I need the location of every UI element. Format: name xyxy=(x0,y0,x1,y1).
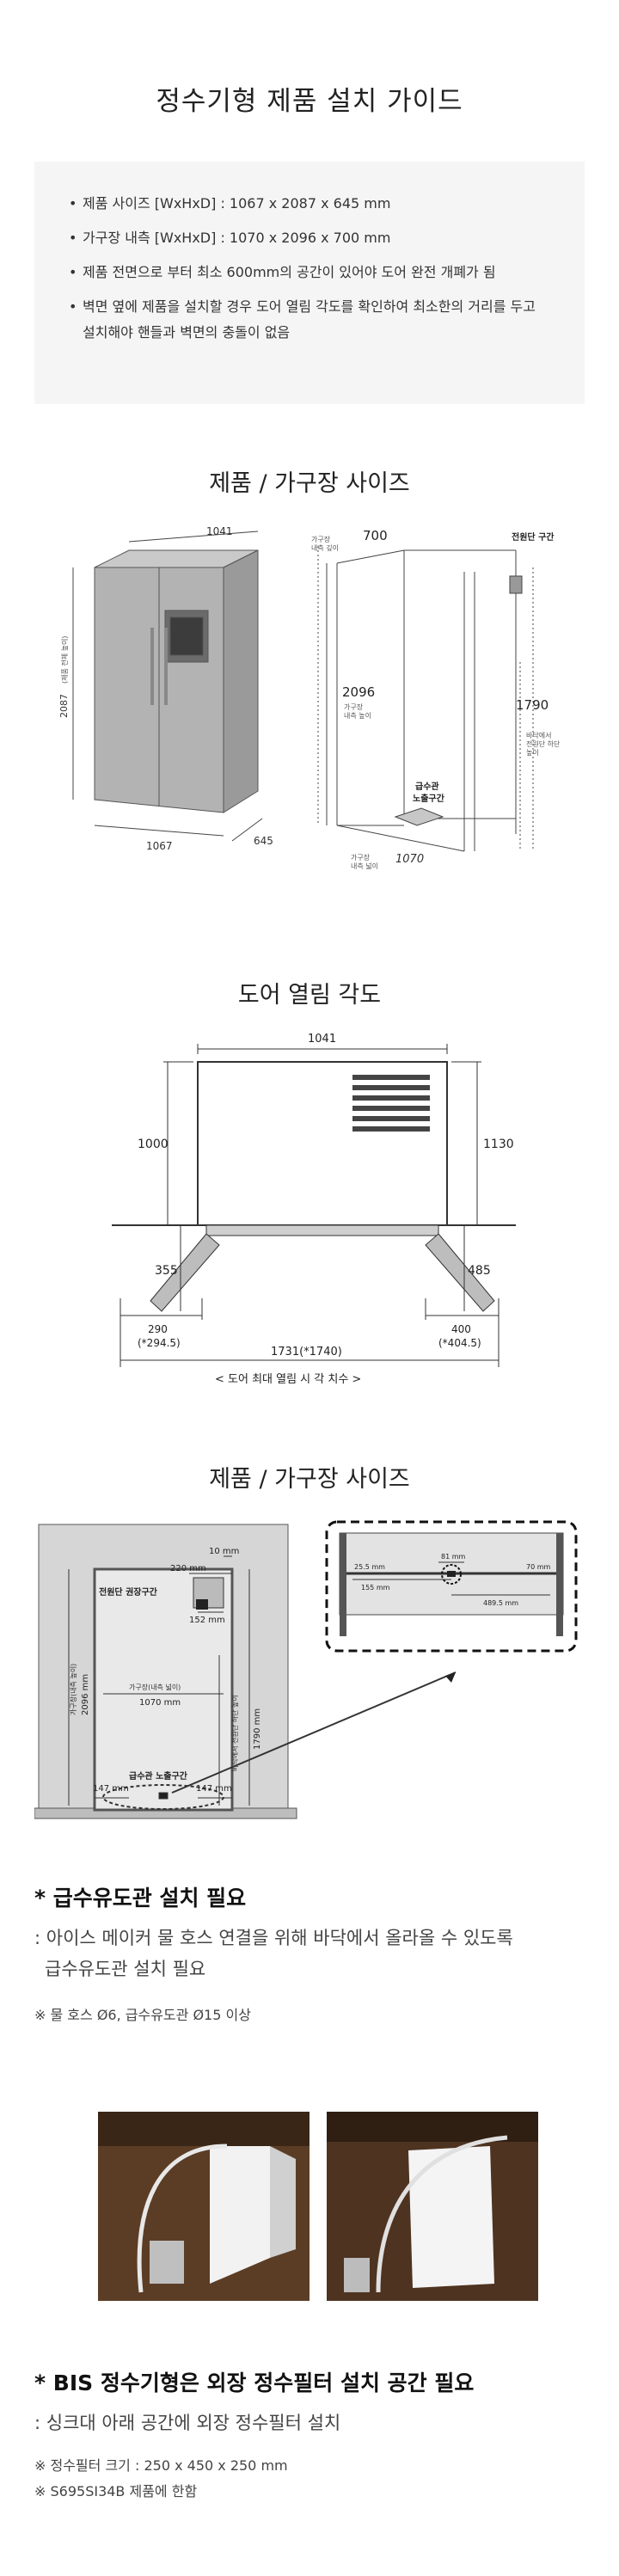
spec-info-box: 제품 사이즈 [WxHxD] : 1067 x 2087 x 645 mm 가구… xyxy=(34,162,585,404)
spec-front-space: 제품 전면으로 부터 최소 600mm의 공간이 있어야 도어 완전 개폐가 됨 xyxy=(69,260,550,285)
door-right-height-label: 1130 xyxy=(483,1138,514,1151)
fridge-height-caption: (제품 전체 높이) xyxy=(60,636,69,684)
cabinet-width-caption-2: 내측 넓이 xyxy=(351,862,378,870)
inner-height-caption: 가구장(내측 높이) xyxy=(69,1664,77,1715)
filter-photo-left xyxy=(98,2112,310,2301)
power-height-caption-3: 높이 xyxy=(526,748,539,757)
section-title-door-angle: 도어 열림 각도 xyxy=(237,982,382,1009)
power-zone-label: 전원단 구간 xyxy=(512,531,555,543)
cabinet-depth-caption: 가구장 xyxy=(311,535,331,543)
cabinet-depth-caption-2: 내측 깊이 xyxy=(311,543,339,552)
water-pipe-line2: 급수유도관 설치 필요 xyxy=(45,1959,206,1979)
filter-photo-right xyxy=(327,2112,538,2301)
fridge-depth-label: 645 xyxy=(254,835,273,847)
cabinet-detail-diagram: 10 mm 220 mm 전원단 권장구간 152 mm 가구장(내측 넓이) … xyxy=(34,1520,578,1819)
inner-height-label: 2096 mm xyxy=(81,1674,90,1715)
door-right-gap-label: 400 xyxy=(451,1323,471,1335)
power-height-detail-caption: 바닥에서 전원단 하단 높이 xyxy=(230,1695,239,1771)
dim-147mm-right: 147 mm xyxy=(196,1784,232,1794)
door-left-gap-label: 290 xyxy=(148,1323,168,1335)
spec-cabinet-size: 가구장 내측 [WxHxD] : 1070 x 2096 x 700 mm xyxy=(69,225,550,251)
door-left-gap-alt-label: (*294.5) xyxy=(138,1337,181,1349)
section-title-sizes-2: 제품 / 가구장 사이즈 xyxy=(209,1466,410,1493)
cabinet-height-label: 2096 xyxy=(342,684,375,700)
fridge-cabinet-diagram: 1041 2087 (제품 전체 높이) 1067 645 가구장 내측 깊이 … xyxy=(58,525,561,870)
zoom-dim-70: 70 mm xyxy=(526,1563,551,1571)
power-recommend-label: 전원단 권장구간 xyxy=(99,1586,158,1598)
power-height-caption-1: 바닥에서 xyxy=(526,731,551,739)
section-title-sizes: 제품 / 가구장 사이즈 xyxy=(209,470,410,497)
dim-220mm-label: 220 mm xyxy=(170,1564,206,1573)
spec-product-size: 제품 사이즈 [WxHxD] : 1067 x 2087 x 645 mm xyxy=(69,191,550,217)
door-right-depth-label: 485 xyxy=(468,1264,491,1278)
power-height-caption-2: 전원단 하단 xyxy=(526,739,561,748)
zoom-dim-81: 81 mm xyxy=(441,1553,466,1561)
fridge-bottom-width-label: 1067 xyxy=(146,840,173,852)
water-zone-detail-label: 급수관 노출구간 xyxy=(129,1770,188,1782)
door-total-width-label: 1731(*1740) xyxy=(271,1346,342,1359)
door-caption: < 도어 최대 열림 시 각 치수 > xyxy=(215,1373,361,1386)
door-left-depth-label: 355 xyxy=(155,1264,178,1278)
water-zone-label-2: 노출구간 xyxy=(413,793,445,804)
spec-wall-clearance: 벽면 옆에 제품을 설치할 경우 도어 열림 각도를 확인하여 최소한의 거리를… xyxy=(69,294,550,346)
dim-10mm-label: 10 mm xyxy=(209,1547,239,1556)
water-pipe-heading: * 급수유도관 설치 필요 xyxy=(34,1886,247,1911)
fridge-height-label: 2087 xyxy=(58,694,70,718)
zoom-dim-155: 155 mm xyxy=(361,1584,390,1592)
spec-list: 제품 사이즈 [WxHxD] : 1067 x 2087 x 645 mm 가구… xyxy=(69,191,550,346)
filter-heading: * BIS 정수기형은 외장 정수필터 설치 공간 필요 xyxy=(34,2371,475,2395)
cabinet-depth-label: 700 xyxy=(363,528,388,543)
door-left-height-label: 1000 xyxy=(138,1138,169,1151)
filter-note-model: ※ S695SI34B 제품에 한함 xyxy=(34,2483,198,2499)
dim-147mm-left: 147 mm xyxy=(93,1784,129,1794)
door-right-gap-alt-label: (*404.5) xyxy=(438,1337,481,1349)
vent-grille-icon xyxy=(352,1075,430,1132)
dim-152mm-label: 152 mm xyxy=(189,1616,225,1625)
filter-line1: : 싱크대 아래 공간에 외장 정수필터 설치 xyxy=(34,2413,341,2433)
cabinet-width-caption-1: 가구장 xyxy=(351,853,371,862)
page-title: 정수기형 제품 설치 가이드 xyxy=(156,86,463,117)
cabinet-height-caption: 가구장 xyxy=(344,702,364,711)
cabinet-3d-drawing xyxy=(317,546,534,852)
inner-width-caption: 가구장(내측 넓이) xyxy=(129,1683,181,1691)
cabinet-width-label: 1070 xyxy=(395,853,424,866)
water-pipe-line1: : 아이스 메이커 물 호스 연결을 위해 바닥에서 올라올 수 있도록 xyxy=(34,1928,513,1948)
door-angle-diagram: 1041 1000 1130 355 485 290 (*294.5) 400 … xyxy=(112,1033,516,1386)
zoom-dim-489-5: 489.5 mm xyxy=(483,1599,518,1607)
water-zone-label-1: 급수관 xyxy=(415,781,439,792)
door-top-width-label: 1041 xyxy=(308,1033,336,1046)
inner-width-label: 1070 mm xyxy=(139,1698,181,1708)
water-pipe-note: ※ 물 호스 Ø6, 급수유도관 Ø15 이상 xyxy=(34,2007,251,2023)
filter-note-size: ※ 정수필터 크기 : 250 x 450 x 250 mm xyxy=(34,2457,288,2474)
power-height-detail-label: 1790 mm xyxy=(253,1708,262,1750)
fridge-width-label: 1041 xyxy=(206,525,233,537)
power-height-label: 1790 xyxy=(516,697,549,713)
zoom-dim-25-5: 25.5 mm xyxy=(354,1563,385,1571)
cabinet-height-caption-2: 내측 높이 xyxy=(344,711,371,720)
fridge-3d-drawing xyxy=(94,549,259,813)
fridge-dimension-lines xyxy=(72,531,263,842)
